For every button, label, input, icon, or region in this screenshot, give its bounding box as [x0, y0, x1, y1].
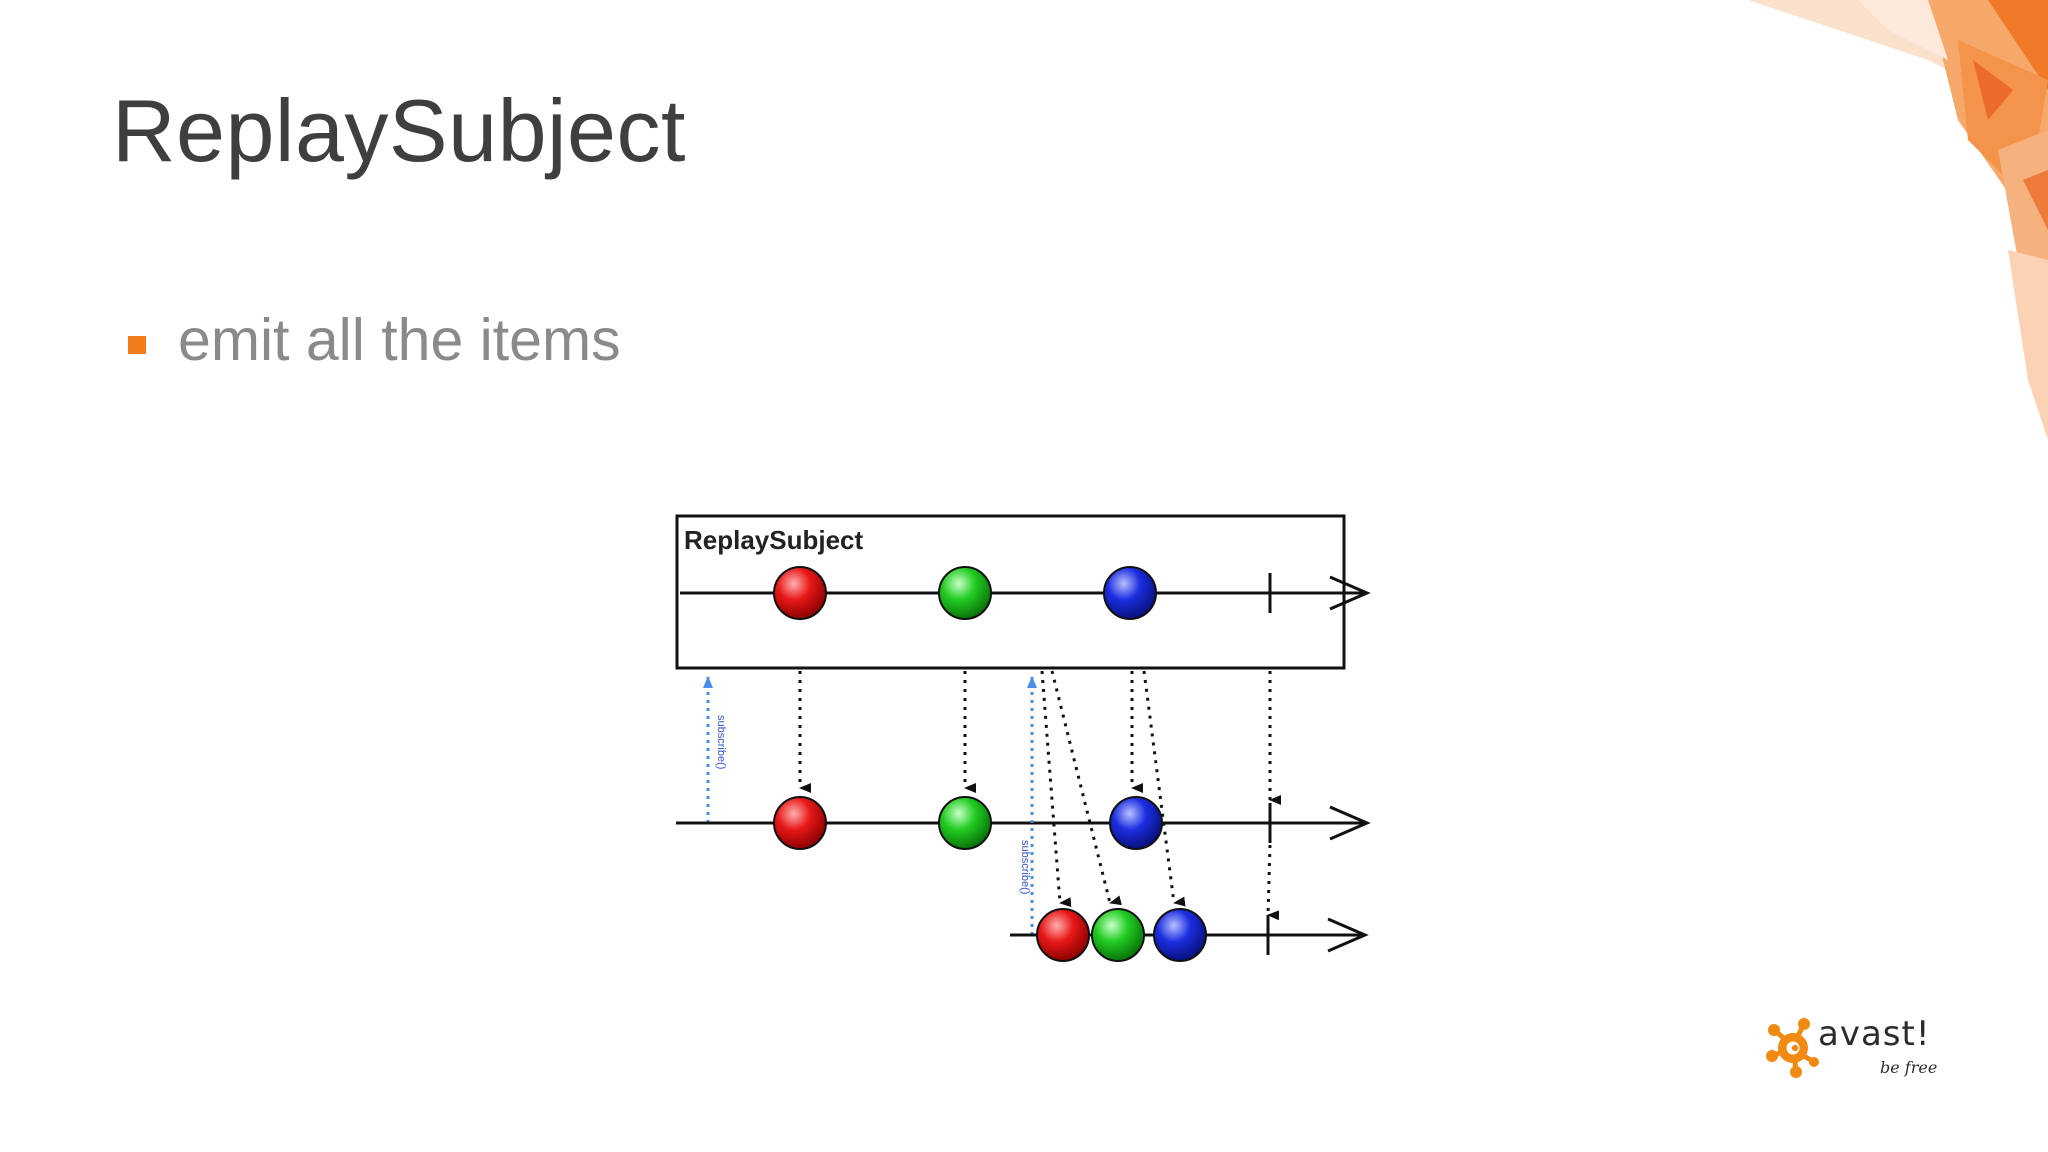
bullet-text: emit all the items — [178, 307, 621, 373]
source-timeline-arrowhead — [1329, 575, 1371, 611]
replay-arrow-blue — [1142, 670, 1186, 907]
replay-arrow-complete — [1266, 844, 1280, 921]
subscribe-label-1: subscribe() — [715, 715, 727, 769]
source-marble-blue — [1103, 566, 1157, 620]
replay-arrow-red — [1040, 670, 1072, 908]
decorative-corner-art — [1748, 0, 2048, 440]
subscriber2-marble-blue — [1153, 908, 1207, 962]
subscriber1-marble-blue — [1109, 796, 1163, 850]
subscriber2-arrowhead — [1327, 917, 1369, 953]
bullet-square-icon — [128, 336, 146, 354]
slide-title: ReplaySubject — [112, 81, 686, 180]
subscriber1-marble-red — [773, 796, 827, 850]
marble-diagram: ReplaySubject subscribe() subscribe() — [675, 514, 1371, 962]
replay-arrow-green — [1050, 670, 1122, 906]
subscriber1-marble-green — [938, 796, 992, 850]
subject-box-label: ReplaySubject — [684, 525, 864, 555]
avast-tagline: be free — [1880, 1058, 1938, 1077]
avast-logo: avast! be free — [1766, 1014, 1946, 1084]
avast-mark-icon — [1766, 1018, 1819, 1078]
subscribe-label-2: subscribe() — [1019, 840, 1031, 894]
subscriber1-arrowhead — [1329, 805, 1371, 841]
avast-wordmark: avast! — [1818, 1014, 1931, 1054]
subscriber2-marble-red — [1036, 908, 1090, 962]
source-marble-green — [938, 566, 992, 620]
source-marble-red — [773, 566, 827, 620]
subscriber2-marble-green — [1091, 908, 1145, 962]
